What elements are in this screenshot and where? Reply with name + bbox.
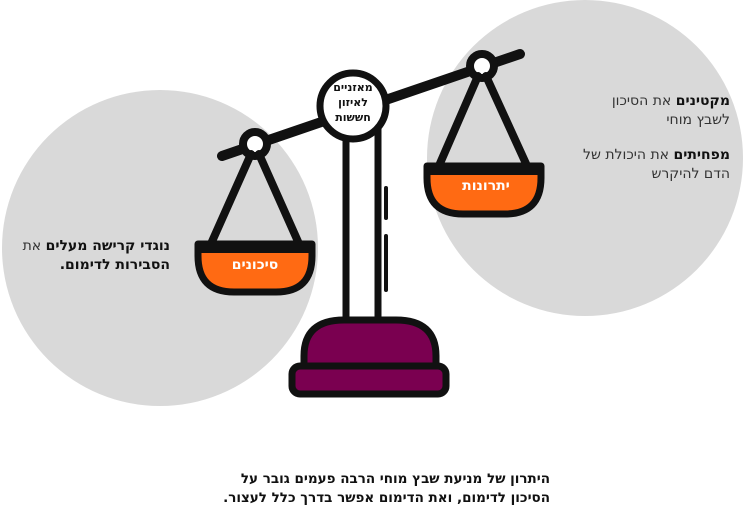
benefit-text-1-rest: את הסיכון לשבץ מוחי [611, 93, 730, 128]
right-pan [423, 162, 545, 218]
left-string-left [206, 150, 255, 250]
risk-text-bold-2: הסבירות לדימום. [59, 257, 170, 273]
scale-column [342, 126, 382, 326]
right-string-right [482, 72, 532, 172]
scale-base-plate [288, 362, 450, 398]
scale-base-dome [300, 316, 440, 370]
risk-text: נוגדי קרישה מעלים את הסבירות לדימום. [20, 237, 170, 275]
caption-line2: הסיכון לדימום, ואת הדימום אפשר בדרך כלל … [223, 490, 550, 506]
caption: היתרון של מניעת שבץ מוחי הרבה פעמים גובר… [140, 470, 550, 508]
right-string-left [434, 72, 482, 172]
right-pan-label: יתרונות [462, 178, 510, 194]
benefit-text-2-rest: את היכולת של הדם להיקרש [583, 147, 730, 182]
left-background-circle [2, 90, 318, 406]
benefit-text-1: מקטינים את הסיכון לשבץ מוחי [580, 92, 730, 130]
left-pan-label: סיכונים [231, 257, 279, 273]
center-label-line3: חששות [335, 111, 371, 124]
benefit-text-2: מפחיתים את היכולת של הדם להיקרש [580, 146, 730, 184]
left-string-right [255, 150, 304, 250]
center-label: מאזניים לאיזון חששות [324, 80, 382, 125]
center-label-line2: לאיזון [338, 96, 368, 109]
left-pivot [239, 128, 271, 160]
right-pivot [466, 50, 498, 82]
benefit-text-2-bold: מפחיתים [673, 147, 730, 163]
risk-text-bold-1: נוגדי קרישה מעלים [45, 238, 170, 254]
center-medallion [316, 69, 390, 143]
center-label-line1: מאזניים [333, 81, 373, 94]
risk-text-mid: את [22, 238, 46, 254]
benefit-text-1-bold: מקטינים [675, 93, 730, 109]
left-pan [194, 240, 316, 296]
caption-line1: היתרון של מניעת שבץ מוחי הרבה פעמים גובר… [240, 471, 550, 487]
right-background-circle [427, 0, 743, 316]
